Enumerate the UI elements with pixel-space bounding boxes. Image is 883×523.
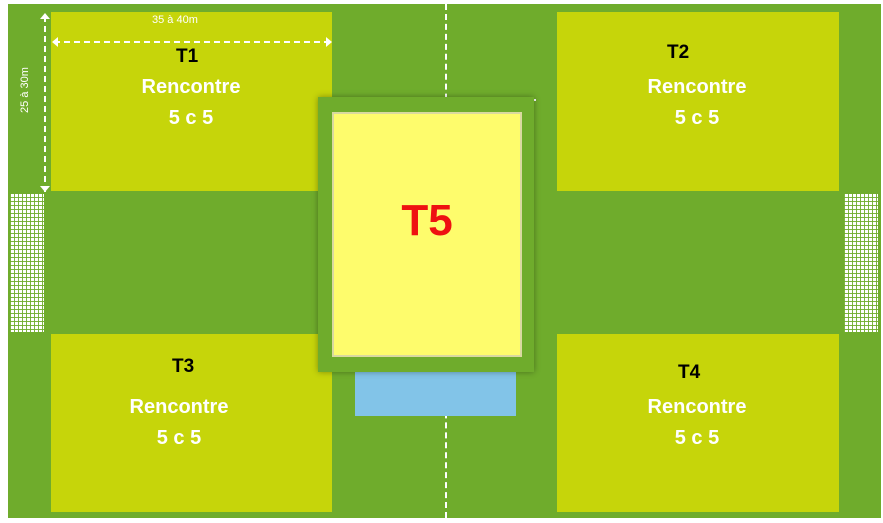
right-goal-net (844, 194, 878, 332)
left-goal-net (10, 194, 44, 332)
zone-t2-label: T2 (667, 42, 690, 63)
zone-t1-line1: Rencontre (141, 76, 241, 98)
zone-t3-match: Rencontre 5 c 5 (104, 396, 254, 450)
zone-t3-label: T3 (172, 356, 195, 377)
soccer-field: T1 Rencontre 5 c 5 T2 Rencontre 5 c 5 T3… (8, 4, 881, 518)
length-dimension-line (44, 16, 46, 192)
width-dimension-line (54, 41, 330, 43)
zone-t3-line2: 5 c 5 (156, 427, 202, 449)
zone-t4 (557, 334, 839, 512)
zone-t1-label: T1 (176, 46, 199, 67)
width-arrow-left-icon (52, 37, 58, 47)
bench-area (355, 372, 516, 416)
zone-t5 (332, 112, 522, 357)
length-dimension-label: 25 à 30m (18, 67, 31, 113)
zone-t2-line2: 5 c 5 (674, 107, 720, 129)
width-dimension-label: 35 à 40m (152, 14, 198, 26)
zone-t4-line2: 5 c 5 (674, 427, 720, 449)
zone-t1-line2: 5 c 5 (168, 107, 214, 129)
width-arrow-right-icon (326, 37, 332, 47)
zone-t3-line1: Rencontre (129, 396, 229, 418)
zone-t5-label: T5 (401, 196, 453, 245)
zone-t4-match: Rencontre 5 c 5 (622, 396, 772, 450)
zone-t2-match: Rencontre 5 c 5 (622, 76, 772, 130)
zone-t2-line1: Rencontre (647, 76, 747, 98)
zone-t4-line1: Rencontre (647, 396, 747, 418)
zone-t3 (51, 334, 332, 512)
zone-t1-match: Rencontre 5 c 5 (116, 76, 266, 130)
zone-t4-label: T4 (678, 362, 701, 383)
zone-t2 (557, 12, 839, 191)
length-arrow-top-icon (40, 13, 50, 19)
length-arrow-bottom-icon (40, 186, 50, 192)
